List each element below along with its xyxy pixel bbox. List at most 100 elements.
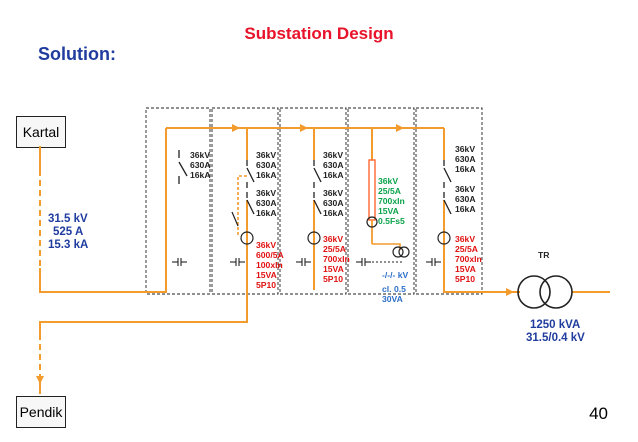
svg-text:15VA: 15VA	[378, 206, 399, 216]
svg-text:15VA: 15VA	[455, 264, 476, 274]
cell-2-earth-switch	[231, 211, 239, 227]
cell-frame-1	[145, 107, 211, 295]
svg-text:16kA: 16kA	[455, 164, 476, 174]
page-title: Substation Design	[244, 24, 394, 43]
svg-text:630A: 630A	[256, 198, 277, 208]
outgoing-arrow	[36, 376, 44, 384]
cell-3-ct-rating: 36kV 25/5A 700xIn 15VA 5P10	[323, 234, 350, 284]
svg-text:16kA: 16kA	[323, 170, 344, 180]
cell-1-switch	[178, 150, 188, 184]
cell-frame-5	[415, 107, 483, 295]
svg-text:36kV: 36kV	[323, 188, 343, 198]
page-number: 40	[589, 404, 608, 423]
svg-text:630A: 630A	[323, 160, 344, 170]
cell-2-switch-1	[246, 160, 255, 188]
cell-4-voltage-transformer-icon-b	[398, 246, 410, 258]
bus-arrow-2	[300, 124, 308, 132]
cell-2-outgoing	[39, 200, 248, 334]
cell-4-vt-rating: -/-/- kV cl. 0.5 30VA	[382, 270, 409, 304]
transformer-primary-winding	[517, 275, 551, 309]
svg-text:16kA: 16kA	[256, 170, 277, 180]
cell-1-switch-rating: 36kV 630A 16kA	[190, 150, 211, 180]
cell-4-capacitor-icon	[356, 258, 371, 266]
cell-2-capacitor-icon	[230, 258, 245, 266]
svg-text:630A: 630A	[256, 160, 277, 170]
svg-text:700xIn: 700xIn	[323, 254, 350, 264]
source-node-label: Kartal	[22, 124, 60, 140]
svg-text:16kA: 16kA	[256, 208, 277, 218]
svg-text:36kV: 36kV	[455, 234, 475, 244]
cell-3-switch-2-rating: 36kV 630A 16kA	[323, 188, 344, 218]
cell-2-earth-link	[237, 175, 247, 236]
svg-text:5P10: 5P10	[455, 274, 475, 284]
destination-node-pendik: Pendik	[16, 396, 66, 428]
svg-text:15VA: 15VA	[323, 264, 344, 274]
incoming-short-circuit: 15.3 kA	[48, 239, 88, 251]
transformer-secondary-winding	[539, 275, 573, 309]
cell-4-fuse-rating: 36kV 25/5A 700xIn 15VA 0.5Fs5	[378, 176, 405, 226]
cell-4-voltage-transformer-icon-a	[392, 246, 404, 258]
source-node-kartal: Kartal	[16, 116, 66, 148]
svg-text:630A: 630A	[190, 160, 211, 170]
cell-3-switch-1	[313, 160, 322, 188]
svg-text:700xIn: 700xIn	[455, 254, 482, 264]
cell-5-switch-2	[443, 192, 452, 215]
incoming-current: 525 A	[53, 226, 83, 238]
bus-arrow-1	[232, 124, 240, 132]
cell-3-capacitor-icon	[296, 258, 311, 266]
cell-frame-2	[211, 107, 279, 295]
svg-text:630A: 630A	[323, 198, 344, 208]
cell-1-capacitor-icon	[172, 258, 187, 266]
svg-text:5P10: 5P10	[256, 280, 276, 290]
cell-3-switch-1-rating: 36kV 630A 16kA	[323, 150, 344, 180]
destination-node-label: Pendik	[19, 404, 63, 420]
svg-text:36kV: 36kV	[256, 188, 276, 198]
svg-text:100xIn: 100xIn	[256, 260, 283, 270]
svg-text:30VA: 30VA	[382, 294, 403, 304]
svg-text:16kA: 16kA	[323, 208, 344, 218]
svg-text:700xIn: 700xIn	[378, 196, 405, 206]
bus-arrow-3	[396, 124, 404, 132]
cell-5-switch-2-rating: 36kV 630A 16kA	[455, 184, 476, 214]
svg-text:36kV: 36kV	[455, 184, 475, 194]
svg-text:36kV: 36kV	[455, 144, 475, 154]
svg-text:36kV: 36kV	[256, 240, 276, 250]
cell-3-switch-2	[313, 192, 322, 215]
cell-5-current-transformer-icon	[437, 231, 451, 245]
cell-5-switch-1-rating: 36kV 630A 16kA	[455, 144, 476, 174]
svg-text:5P10: 5P10	[323, 274, 343, 284]
cell-4-fuse-ct-icon	[366, 216, 378, 228]
cell-3-current-transformer-icon	[307, 231, 321, 245]
cell-5-ct-rating: 36kV 25/5A 700xIn 15VA 5P10	[455, 234, 482, 284]
cell-2-switch-2	[246, 192, 255, 215]
svg-text:cl. 0.5: cl. 0.5	[382, 284, 406, 294]
cell-2-switch-1-rating: 36kV 630A 16kA	[256, 150, 277, 180]
solution-heading: Solution:	[38, 44, 116, 64]
svg-text:16kA: 16kA	[190, 170, 211, 180]
svg-text:25/5A: 25/5A	[323, 244, 346, 254]
svg-text:16kA: 16kA	[455, 204, 476, 214]
svg-text:36kV: 36kV	[190, 150, 210, 160]
cell-2-switch-2-rating: 36kV 630A 16kA	[256, 188, 277, 218]
svg-text:25/5A: 25/5A	[455, 244, 478, 254]
svg-text:-/-/- kV: -/-/- kV	[382, 270, 409, 280]
cell-2-current-transformer-icon	[240, 231, 254, 245]
svg-text:36kV: 36kV	[323, 150, 343, 160]
svg-text:25/5A: 25/5A	[378, 186, 401, 196]
svg-text:15VA: 15VA	[256, 270, 277, 280]
svg-text:630A: 630A	[455, 154, 476, 164]
svg-text:0.5Fs5: 0.5Fs5	[378, 216, 405, 226]
transformer-power: 1250 kVA	[530, 319, 580, 331]
cell-5-capacitor-icon	[426, 258, 441, 266]
svg-text:630A: 630A	[455, 194, 476, 204]
tr-arrow	[506, 288, 514, 296]
cell-frame-4	[347, 107, 415, 295]
cell-4-fuse-icon	[368, 159, 376, 221]
svg-text:36kV: 36kV	[256, 150, 276, 160]
svg-text:36kV: 36kV	[323, 234, 343, 244]
incoming-feeder-to-bus	[39, 128, 167, 293]
cell-frame-3	[279, 107, 347, 295]
svg-text:600/5A: 600/5A	[256, 250, 284, 260]
svg-text:36kV: 36kV	[378, 176, 398, 186]
